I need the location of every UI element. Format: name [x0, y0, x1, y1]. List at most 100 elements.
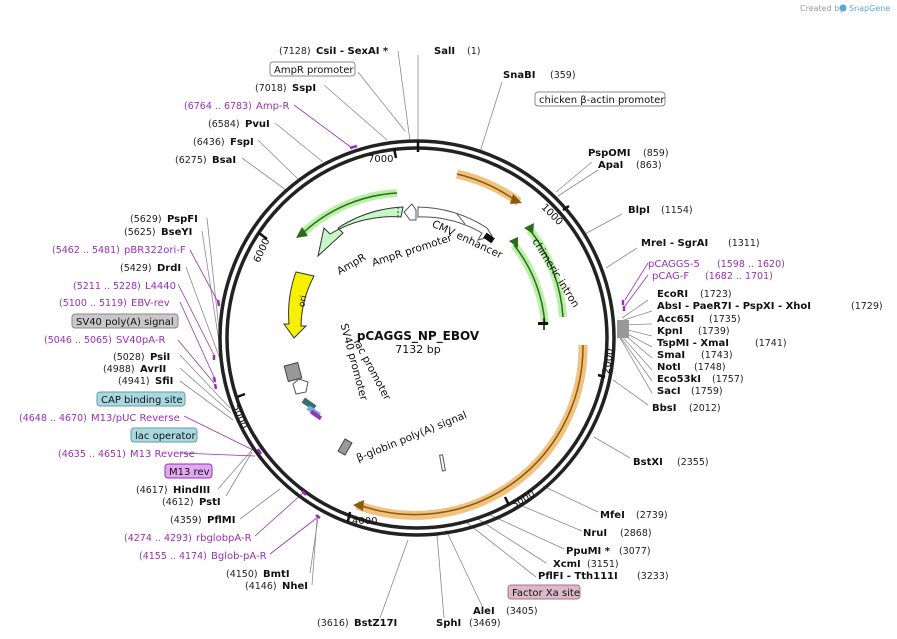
primer-rbglobpa-r: rbglobpA-R [196, 533, 252, 544]
orange-arc-top [455, 169, 522, 206]
primer-bglob-pa-r: Bglob-pA-R [211, 551, 267, 562]
site-tspmi-xmai: TspMI - XmaI [657, 338, 729, 349]
primer-ebv-rev: EBV-rev [131, 298, 170, 309]
mcs-cluster-mark [617, 320, 629, 338]
svg-text:(4150): (4150) [226, 569, 258, 580]
primer-l4440: L4440 [145, 281, 176, 292]
svg-text:(4155 .. 4174): (4155 .. 4174) [139, 551, 207, 562]
primer-amp-r: Amp-R [256, 101, 290, 112]
primer-leaders [177, 104, 649, 555]
svg-text:(5100 .. 5119): (5100 .. 5119) [59, 298, 127, 309]
site-fspi: FspI [230, 137, 254, 148]
svg-text:(1741): (1741) [755, 338, 787, 349]
site-bseyi: BseYI [161, 227, 192, 238]
snapgene-logo: SnapGene [839, 4, 890, 13]
svg-text:(1739): (1739) [698, 326, 730, 337]
svg-text:(1748): (1748) [694, 362, 726, 373]
intron-marker [538, 322, 548, 325]
svg-text:(5211 .. 5228): (5211 .. 5228) [73, 281, 141, 292]
orange-arc-np-line [361, 344, 584, 516]
svg-text:(2739): (2739) [636, 510, 668, 521]
primer-marks [212, 144, 626, 519]
svg-text:(359): (359) [550, 70, 576, 81]
svg-text:(3233): (3233) [637, 571, 669, 582]
label-ampr: AmpR [335, 251, 368, 277]
primer-pcag-f: pCAG-F [652, 271, 689, 282]
tick-2000: 2000 [601, 348, 616, 375]
svg-text:(4648 .. 4670): (4648 .. 4670) [19, 413, 87, 424]
boxed-labels: AmpR promoter chicken β-actin promoter S… [71, 61, 666, 600]
svg-text:(1598 .. 1620): (1598 .. 1620) [717, 259, 785, 270]
green-arc-inner-line [513, 244, 546, 326]
site-eco53ki: Eco53kI [657, 374, 701, 385]
lac-promoter-arrow [292, 378, 309, 395]
ampr-promoter-arrow [403, 203, 417, 221]
svg-text:(1759): (1759) [691, 386, 723, 397]
m13-box [309, 409, 323, 421]
svg-text:(7018): (7018) [255, 83, 287, 94]
box-chicken-actin: chicken β-actin promoter [539, 95, 665, 106]
svg-text:(4635 .. 4651): (4635 .. 4651) [58, 449, 126, 460]
svg-text:(6436): (6436) [193, 137, 225, 148]
site-bstz17i: BstZ17I [354, 618, 397, 629]
site-psii: PsiI [150, 352, 170, 363]
svg-text:(859): (859) [643, 148, 669, 159]
site-mfei: MfeI [600, 510, 625, 521]
site-absi-xhoi: AbsI - PaeR7I - PspXI - XhoI [657, 301, 811, 312]
site-sspi: SspI [292, 83, 316, 94]
svg-text:(1682 .. 1701): (1682 .. 1701) [705, 271, 773, 282]
primer-sv40pa-r: SV40pA-R [116, 335, 165, 346]
svg-text:(3469): (3469) [469, 618, 501, 629]
site-snabi: SnaBI [503, 70, 535, 81]
svg-text:(1743): (1743) [701, 350, 733, 361]
site-ecori: EcoRI [657, 289, 688, 300]
label-ampr-promoter: AmpR promoter [370, 232, 454, 269]
svg-text:(4941): (4941) [118, 376, 150, 387]
svg-text:(6275): (6275) [175, 155, 207, 166]
svg-text:(7128): (7128) [279, 46, 311, 57]
svg-text:(1729): (1729) [851, 301, 883, 312]
site-sali: SalI [434, 46, 455, 57]
box-factor-xa: Factor Xa site [512, 588, 580, 599]
green-arrowhead-left [296, 227, 308, 238]
site-pflfi: PflFI - Tth111I [538, 571, 618, 582]
site-sfii: SfiI [155, 376, 173, 387]
site-acc65i: Acc65I [657, 314, 694, 325]
site-mrei-sgrai: MreI - SgrAI [641, 238, 708, 249]
site-smai: SmaI [657, 350, 685, 361]
site-pvui: PvuI [245, 119, 270, 130]
site-hindiii: HindIII [173, 485, 210, 496]
svg-text:(2355): (2355) [677, 457, 709, 468]
svg-text:(2012): (2012) [689, 403, 721, 414]
green-arc-outer-line [529, 229, 564, 318]
site-pspfi: PspFI [167, 214, 198, 225]
green-arrowhead-outer [524, 223, 534, 234]
svg-text:(5046 .. 5065): (5046 .. 5065) [44, 335, 112, 346]
orange-arc-np [355, 344, 588, 520]
svg-text:(1): (1) [467, 46, 480, 57]
svg-text:(4617): (4617) [136, 485, 168, 496]
tick-3000: 3000 [510, 489, 538, 511]
svg-text:(4359): (4359) [170, 515, 202, 526]
svg-text:(3151): (3151) [587, 559, 619, 570]
cap-site-box [301, 397, 317, 411]
svg-text:(2868): (2868) [620, 528, 652, 539]
svg-text:(3616): (3616) [317, 618, 349, 629]
svg-text:(4274 .. 4293): (4274 .. 4293) [124, 533, 192, 544]
svg-text:(4988): (4988) [103, 364, 135, 375]
label-ori: ori [297, 295, 309, 309]
svg-text:(1311): (1311) [728, 238, 760, 249]
svg-text:(5462 .. 5481): (5462 .. 5481) [52, 245, 120, 256]
svg-text:(5028): (5028) [113, 352, 145, 363]
orange-arrowhead-top [510, 194, 522, 204]
site-bbsi: BbsI [652, 403, 676, 414]
site-bsai: BsaI [212, 155, 236, 166]
tick-marks [236, 141, 606, 522]
site-psti: PstI [199, 497, 221, 508]
site-blpi: BlpI [628, 205, 650, 216]
svg-text:(3405): (3405) [506, 606, 538, 617]
svg-text:(5629): (5629) [130, 214, 162, 225]
orange-arrowhead-np [353, 500, 364, 511]
box-cap-binding: CAP binding site [101, 395, 183, 406]
